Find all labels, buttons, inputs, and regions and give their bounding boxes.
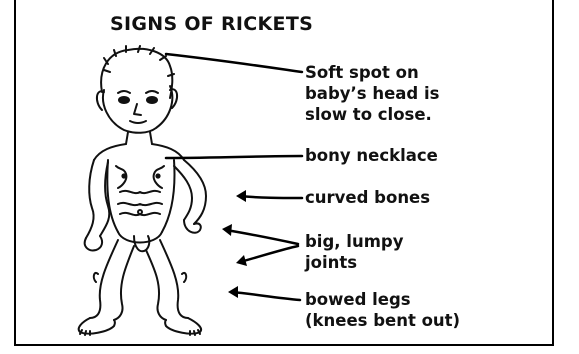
- line-joints-b: [240, 246, 298, 262]
- hair: [101, 46, 174, 98]
- label-bowed-line-2: (knees bent out): [305, 310, 460, 331]
- right-leg: [146, 240, 188, 320]
- arrow-joints-a: [222, 224, 232, 236]
- left-foot: [79, 318, 115, 334]
- label-curved-bones: curved bones: [305, 187, 430, 208]
- line-necklace: [166, 156, 302, 158]
- child-illustration: [79, 46, 206, 335]
- line-soft-spot: [166, 54, 302, 72]
- label-bowed-line-1: bowed legs: [305, 289, 460, 310]
- line-bowed: [232, 292, 300, 300]
- label-soft-spot-line-3: slow to close.: [305, 104, 439, 125]
- label-soft-spot: Soft spot on baby’s head is slow to clos…: [305, 62, 439, 125]
- callout-lines: [166, 54, 302, 300]
- right-arm: [174, 160, 206, 224]
- arrowheads: [222, 190, 247, 298]
- head: [103, 86, 172, 133]
- figure-title: SIGNS OF RICKETS: [110, 13, 313, 35]
- label-bony-necklace: bony necklace: [305, 145, 438, 166]
- label-bowed-legs: bowed legs (knees bent out): [305, 289, 460, 331]
- right-foot: [165, 318, 201, 334]
- torso: [107, 160, 174, 232]
- line-curved: [240, 196, 302, 198]
- line-joints-a: [226, 230, 298, 244]
- label-soft-spot-line-2: baby’s head is: [305, 83, 439, 104]
- arrow-joints-b: [236, 255, 247, 266]
- label-joints-line-2: joints: [305, 252, 403, 273]
- label-soft-spot-line-1: Soft spot on: [305, 62, 439, 83]
- arrow-bowed: [228, 286, 238, 298]
- arrow-curved: [236, 190, 246, 202]
- left-leg: [90, 240, 134, 320]
- left-arm: [86, 160, 109, 238]
- label-joints: big, lumpy joints: [305, 231, 403, 273]
- label-joints-line-1: big, lumpy: [305, 231, 403, 252]
